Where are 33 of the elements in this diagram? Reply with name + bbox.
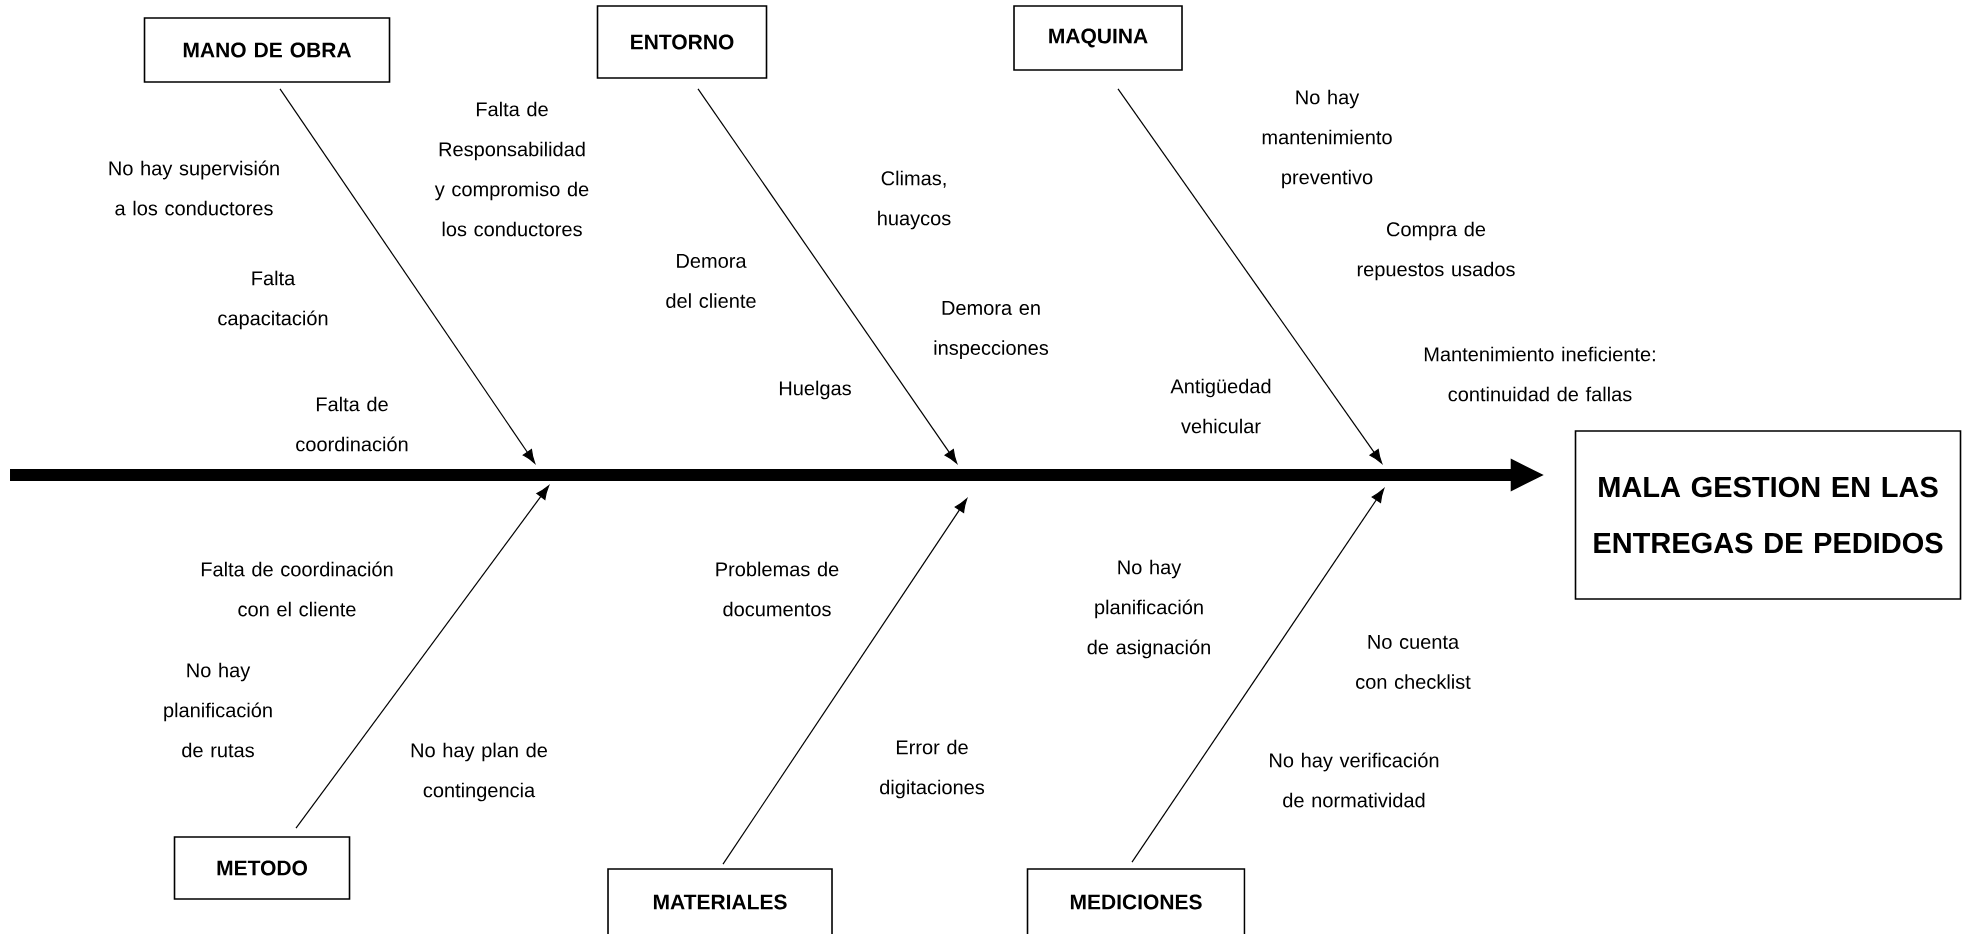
category-box: METODO [173,836,351,900]
cause-label: No cuenta con checklist [1356,635,1471,689]
branch-arrow [295,485,550,829]
cause-label: Demora en inspecciones [934,301,1049,359]
cause-label: Problemas de documentos [716,561,839,617]
category-box: MAQUINA [1013,5,1183,71]
cause-label: Compra de repuestos usados [1357,221,1515,281]
cause-label: Huelgas [779,380,851,400]
branch-arrow [722,498,968,865]
cause-label: No hay plan de contingencia [411,742,547,802]
cause-label: No hay planificación de rutas [164,662,272,758]
cause-label: Antigüedad vehicular [1170,378,1271,434]
cause-label: No hay verificación de normatividad [1270,752,1439,808]
cause-label: Error de digitaciones [880,739,985,799]
branch-arrow [697,88,958,464]
cause-label: Falta de coordinación con el cliente [201,561,393,617]
cause-label: Falta de coordinación [296,396,408,452]
category-box: MEDICIONES [1026,868,1246,934]
category-box: MATERIALES [607,868,833,934]
cause-label: No hay mantenimiento preventivo [1262,89,1392,189]
branch-arrow [279,88,536,464]
cause-label: Falta de Responsabilidad y compromiso de los conductores [434,101,589,237]
effect-box: MALA GESTION EN LAS ENTREGAS DE PEDIDOS [1574,430,1962,600]
category-box: ENTORNO [596,5,768,79]
cause-label: Mantenimiento ineficiente: continuidad de fallas [1424,346,1655,402]
cause-label: No hay supervisión a los conductores [109,160,279,216]
cause-label: Climas, huaycos [878,170,951,230]
cause-label: Falta capacitación [218,270,328,330]
cause-label: Demora del cliente [666,254,756,308]
branch-arrow [1131,488,1385,863]
branch-arrow [1117,88,1383,464]
cause-label: No hay planificación de asignación [1087,559,1210,659]
category-box: MANO DE OBRA [143,17,391,83]
